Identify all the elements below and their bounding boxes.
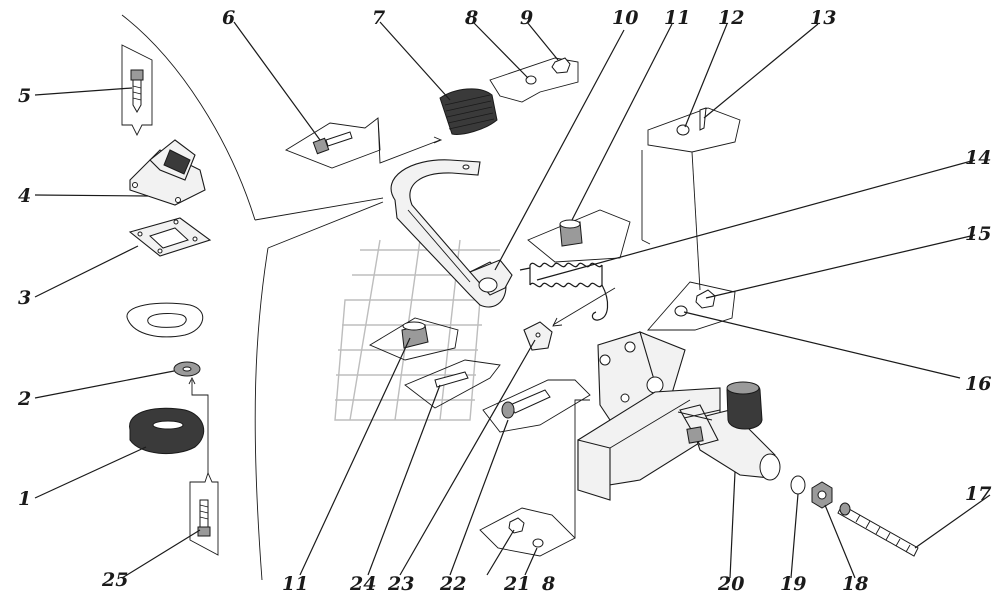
part-23-yoke [523,287,616,351]
callout-22: 22 [439,573,466,595]
part-12-13-pin [641,107,741,291]
callout-10: 10 [612,7,638,29]
part-8-9-washer-nut [489,57,579,103]
part-25-screw [189,471,219,556]
callout-25: 25 [101,569,128,591]
callout-4: 4 [18,185,31,207]
callout-11-bottom: 11 [282,573,308,595]
callout-18: 18 [842,573,868,595]
arrow-25-to-2 [188,376,209,473]
part-17-rod [837,502,919,557]
part-18-nut [811,481,833,509]
callout-11-top: 11 [664,7,690,29]
part-2-washer [173,361,201,377]
part-21-8-nut-washer [479,399,590,557]
callout-6: 6 [222,7,235,29]
callout-24: 24 [349,573,376,595]
callout-5: 5 [18,85,31,107]
callout-16: 16 [965,373,991,395]
seal-gasket [126,302,203,338]
part-1-boot [129,407,205,455]
part-6-bolt [284,117,443,169]
callout-13: 13 [810,7,836,29]
callout-2: 2 [17,388,31,410]
callout-17: 17 [965,483,991,505]
part-24-pin [404,359,501,409]
callout-8-bottom: 8 [541,573,555,595]
callout-numbers: 5 4 3 2 1 25 6 7 8 9 10 11 12 13 14 15 1… [17,7,991,595]
callout-14: 14 [965,147,991,169]
cab-floor-arcs [121,14,384,581]
callout-19: 19 [780,573,806,595]
part-22-push-rod [482,379,591,433]
callout-15: 15 [965,223,991,245]
part-19-o-ring [790,475,806,495]
part-11-bushing-top [527,209,631,263]
callout-8-top: 8 [464,7,478,29]
callout-12: 12 [718,7,744,29]
part-5-bolt [121,44,153,137]
leader-10 [494,29,625,271]
part-15-16-nut-washer [647,281,736,331]
callout-1: 1 [18,488,31,510]
part-3-plate [128,217,212,257]
callout-20: 20 [717,573,744,595]
pedal-arm [390,159,513,308]
callout-21: 21 [503,573,530,595]
part-4-bracket [129,139,206,206]
leader-lines [34,21,991,579]
callout-9: 9 [520,7,533,29]
part-7-pedal-pad [439,88,498,135]
part-20-master-cylinder [677,381,781,481]
callout-23: 23 [387,573,414,595]
part-14-spring [519,262,609,321]
callout-3: 3 [18,287,31,309]
callout-7: 7 [372,7,385,29]
